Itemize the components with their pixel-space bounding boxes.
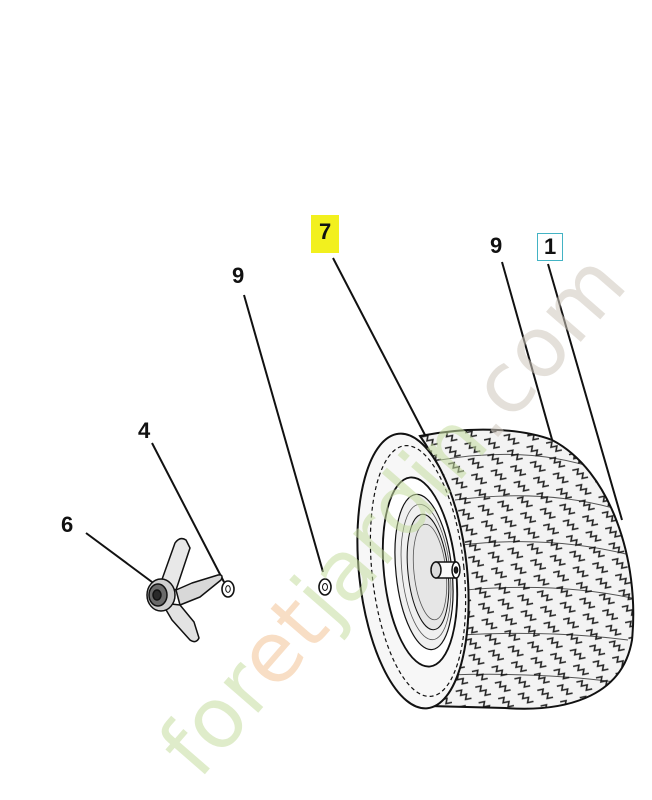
callout-6: 6: [61, 514, 73, 536]
leader-lines: [85, 257, 623, 583]
leader-line-4: [151, 442, 225, 583]
callout-7-text: 7: [319, 219, 332, 244]
callout-1-text: 1: [544, 234, 557, 259]
leader-line-1: [547, 263, 623, 521]
callout-1: 1: [537, 233, 564, 261]
washer-part-4: [221, 580, 235, 598]
hub-cap-part-6: [146, 537, 223, 643]
callout-9-left-text: 9: [232, 263, 245, 288]
callout-4-text: 4: [138, 418, 151, 443]
callout-9-right-text: 9: [490, 233, 503, 258]
leader-line-7: [332, 257, 426, 436]
wheel-part-7: [356, 428, 635, 710]
callout-7: 7: [311, 215, 340, 253]
wheel-hub: [430, 561, 461, 579]
callout-9-left: 9: [232, 265, 244, 287]
callout-4: 4: [138, 420, 150, 442]
washer-part-9-left: [318, 578, 332, 596]
callout-6-text: 6: [61, 512, 74, 537]
leader-line-6: [85, 532, 153, 583]
callout-9-right: 9: [490, 235, 502, 257]
leader-line-9-left: [243, 294, 324, 573]
